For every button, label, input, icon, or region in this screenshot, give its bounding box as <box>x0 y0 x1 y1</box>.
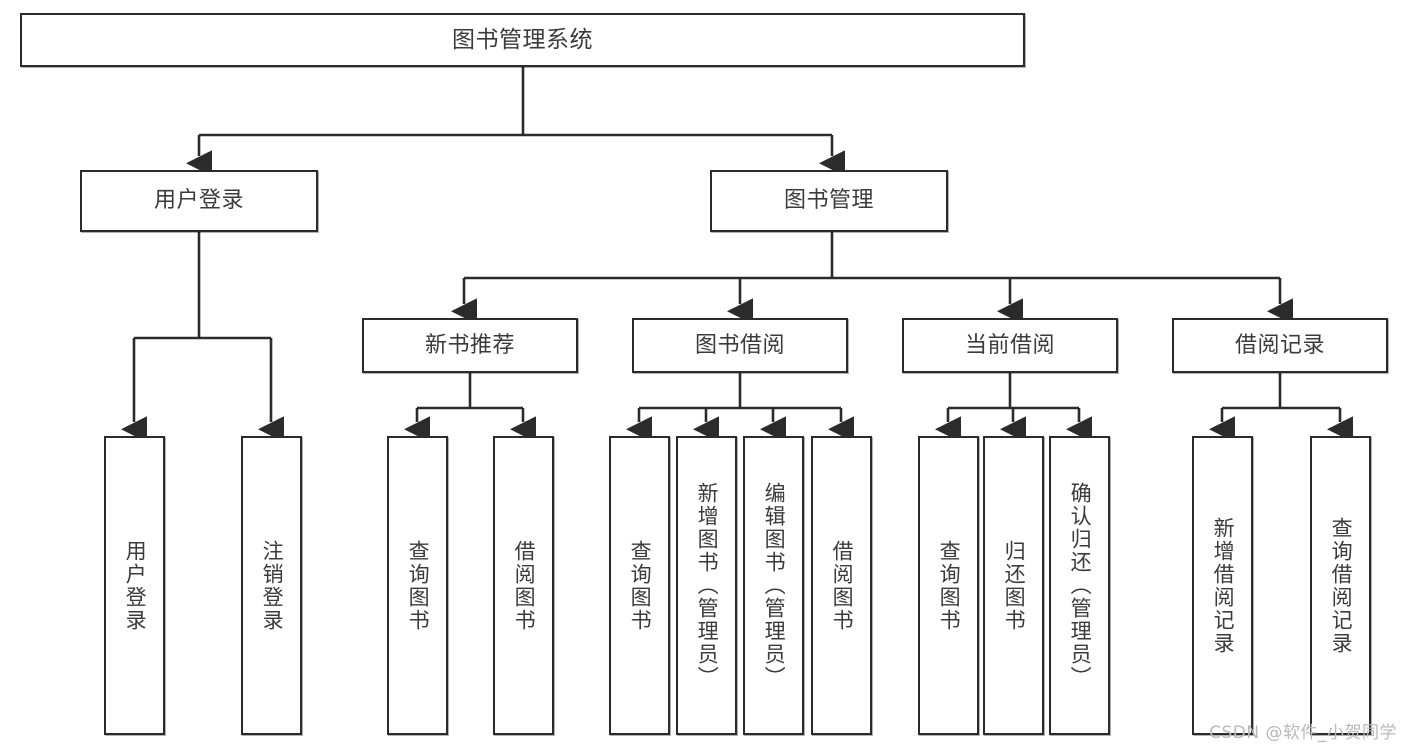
node-label: 查询借阅记录 <box>1329 516 1354 655</box>
leaf-borrow-add-book-admin[interactable]: 新增图书（管理员） <box>676 436 737 735</box>
node-label: 用户登录 <box>123 539 148 632</box>
node-new-book-recommend[interactable]: 新书推荐 <box>362 318 578 373</box>
leaf-borrow-edit-book-admin[interactable]: 编辑图书（管理员） <box>743 436 804 735</box>
node-user-login[interactable]: 用户登录 <box>80 170 318 232</box>
node-label: 新增图书（管理员） <box>695 482 720 689</box>
leaf-current-return-book[interactable]: 归还图书 <box>983 436 1044 735</box>
leaf-user-login-login[interactable]: 用户登录 <box>104 436 165 735</box>
node-label: 查询图书 <box>406 539 431 632</box>
node-label: 借阅记录 <box>1234 332 1325 358</box>
node-current-borrow[interactable]: 当前借阅 <box>902 318 1118 373</box>
node-label: 归还图书 <box>1002 539 1027 632</box>
leaf-new-book-query[interactable]: 查询图书 <box>387 436 448 735</box>
node-label: 当前借阅 <box>964 332 1055 358</box>
node-label: 图书管理系统 <box>452 26 593 53</box>
leaf-new-book-borrow[interactable]: 借阅图书 <box>493 436 554 735</box>
node-book-management[interactable]: 图书管理 <box>710 170 948 232</box>
node-label: 注销登录 <box>260 539 285 632</box>
node-book-management-system[interactable]: 图书管理系统 <box>20 13 1025 67</box>
leaf-current-confirm-return-admin[interactable]: 确认归还（管理员） <box>1049 436 1110 735</box>
node-label: 确认归还（管理员） <box>1068 482 1093 689</box>
leaf-borrow-borrow-book[interactable]: 借阅图书 <box>811 436 872 735</box>
leaf-borrow-query-book[interactable]: 查询图书 <box>609 436 670 735</box>
node-label: 用户登录 <box>153 188 244 214</box>
node-label: 查询图书 <box>937 539 962 632</box>
node-label: 新书推荐 <box>424 332 515 358</box>
node-label: 编辑图书（管理员） <box>762 482 787 689</box>
leaf-record-add-record[interactable]: 新增借阅记录 <box>1192 436 1253 735</box>
node-borrow-record[interactable]: 借阅记录 <box>1172 318 1388 373</box>
leaf-record-query-record[interactable]: 查询借阅记录 <box>1310 436 1371 735</box>
node-label: 借阅图书 <box>830 539 855 632</box>
node-label: 借阅图书 <box>512 539 537 632</box>
csdn-watermark: CSDN @软件_小贺同学 <box>1209 723 1397 743</box>
node-label: 图书借阅 <box>694 332 785 358</box>
leaf-user-login-logout[interactable]: 注销登录 <box>241 436 302 735</box>
node-book-borrow[interactable]: 图书借阅 <box>632 318 848 373</box>
node-label: 新增借阅记录 <box>1211 516 1236 655</box>
node-label: 查询图书 <box>628 539 653 632</box>
leaf-current-query-book[interactable]: 查询图书 <box>918 436 979 735</box>
node-label: 图书管理 <box>783 188 874 214</box>
